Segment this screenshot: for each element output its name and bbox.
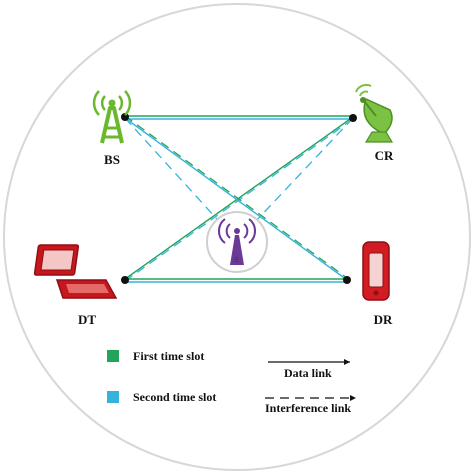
dr-label: DR — [374, 312, 393, 327]
data-link-dt-cr-first — [124, 116, 354, 280]
eavesdropper-label: E — [235, 257, 240, 264]
phone-icon — [362, 241, 390, 301]
legend-first-slot-label: First time slot — [133, 349, 204, 363]
dt-label: DT — [78, 312, 96, 327]
legend-interference-link-label: Interference link — [265, 401, 351, 415]
cr-label: CR — [375, 148, 394, 163]
dt-node-dot — [121, 276, 129, 284]
legend-second-slot-label: Second time slot — [133, 390, 216, 404]
legend-interference-link-arrow — [350, 395, 356, 401]
interference-link-dt-cr — [124, 118, 354, 282]
legend-data-link-label: Data link — [284, 366, 332, 380]
eavesdropper-icon: E — [206, 211, 268, 273]
links — [124, 115, 354, 283]
legend-swatch-second-slot — [107, 391, 119, 403]
bs-label: BS — [104, 152, 120, 167]
cr-node-dot — [349, 114, 357, 122]
legend-data-link-arrow — [344, 359, 350, 365]
laptop-icon — [33, 244, 118, 299]
bs-node-dot — [121, 113, 129, 121]
interference-link-bs-dr — [124, 115, 348, 279]
legend-swatch-first-slot — [107, 350, 119, 362]
legend: First time slot Second time slot Data li… — [107, 349, 356, 415]
dr-node-dot — [343, 276, 351, 284]
satellite-dish-icon — [355, 83, 394, 143]
data-link-bs-dr-second — [124, 117, 348, 281]
cell-tower-icon — [92, 90, 132, 144]
